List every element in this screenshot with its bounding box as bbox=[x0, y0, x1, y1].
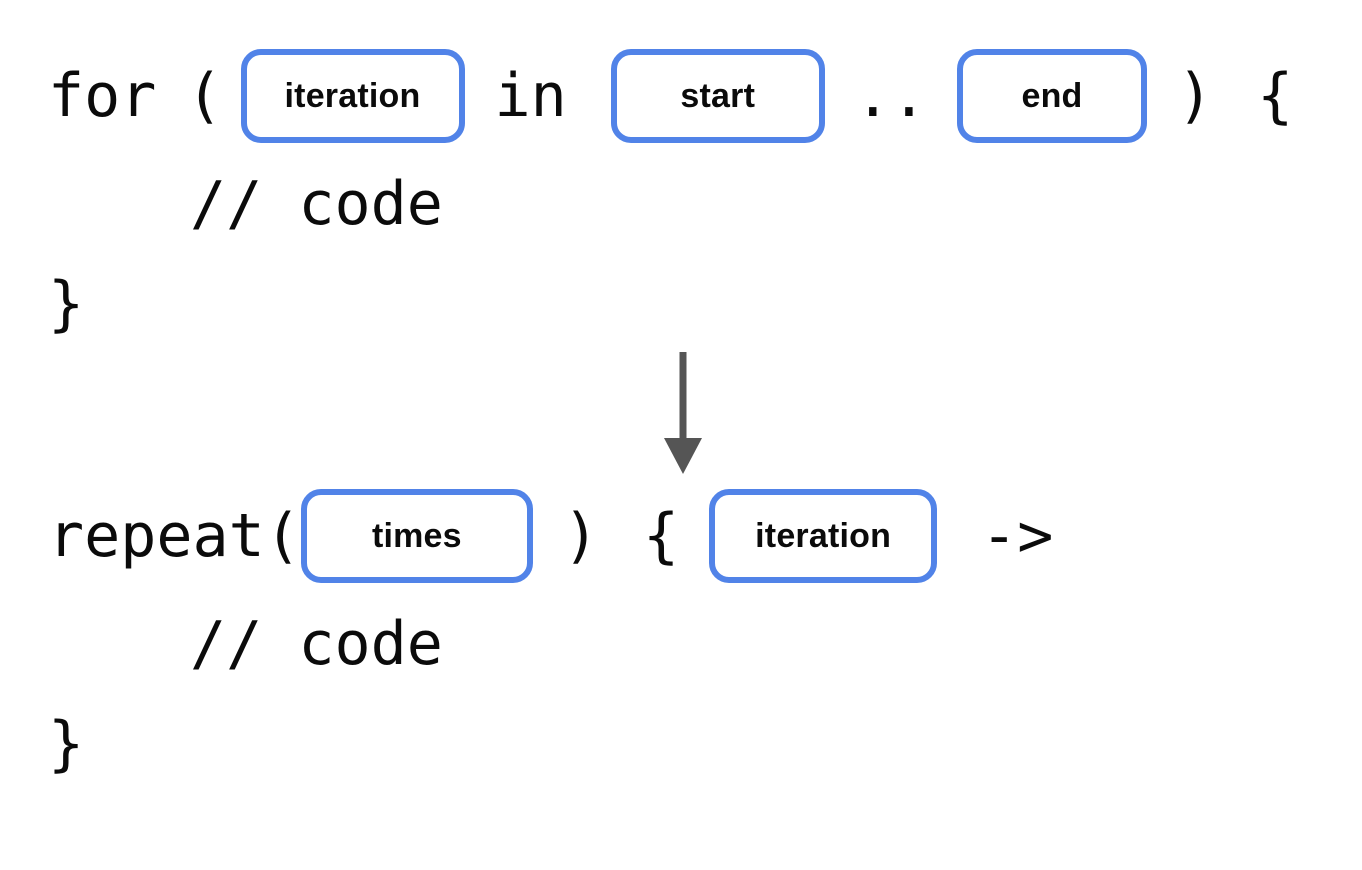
downward-transform-arrow bbox=[664, 352, 702, 474]
token-iteration[interactable]: iteration bbox=[240, 49, 465, 143]
token-times[interactable]: times bbox=[300, 489, 533, 583]
close-brace: } bbox=[48, 269, 85, 339]
close-paren: ) bbox=[1177, 61, 1214, 131]
repeat-function-name: repeat( bbox=[48, 501, 301, 571]
open-brace: { bbox=[1257, 61, 1294, 131]
for-loop-snippet: for ( iteration in start .. end ) { // c… bbox=[0, 40, 1362, 352]
open-brace: { bbox=[643, 501, 680, 571]
code-comment: // code bbox=[190, 169, 443, 239]
range-operator: .. bbox=[854, 61, 927, 131]
token-end[interactable]: end bbox=[957, 49, 1147, 143]
token-iteration[interactable]: iteration bbox=[709, 489, 938, 583]
for-keyword: for bbox=[48, 61, 157, 131]
repeat-snippet: repeat( times ) { iteration -> // code } bbox=[0, 480, 1362, 792]
lambda-arrow: -> bbox=[981, 501, 1054, 571]
code-comment: // code bbox=[190, 609, 443, 679]
repeat-body-line: // code bbox=[0, 592, 1362, 696]
repeat-closing-line: } bbox=[0, 696, 1362, 792]
open-paren: ( bbox=[186, 61, 223, 131]
for-loop-body-line: // code bbox=[0, 152, 1362, 256]
close-paren: ) bbox=[562, 501, 599, 571]
repeat-signature-line: repeat( times ) { iteration -> bbox=[0, 480, 1362, 592]
for-loop-closing-line: } bbox=[0, 256, 1362, 352]
token-start[interactable]: start bbox=[610, 49, 825, 143]
for-loop-signature-line: for ( iteration in start .. end ) { bbox=[0, 40, 1362, 152]
close-brace: } bbox=[48, 709, 85, 779]
in-keyword: in bbox=[494, 61, 567, 131]
